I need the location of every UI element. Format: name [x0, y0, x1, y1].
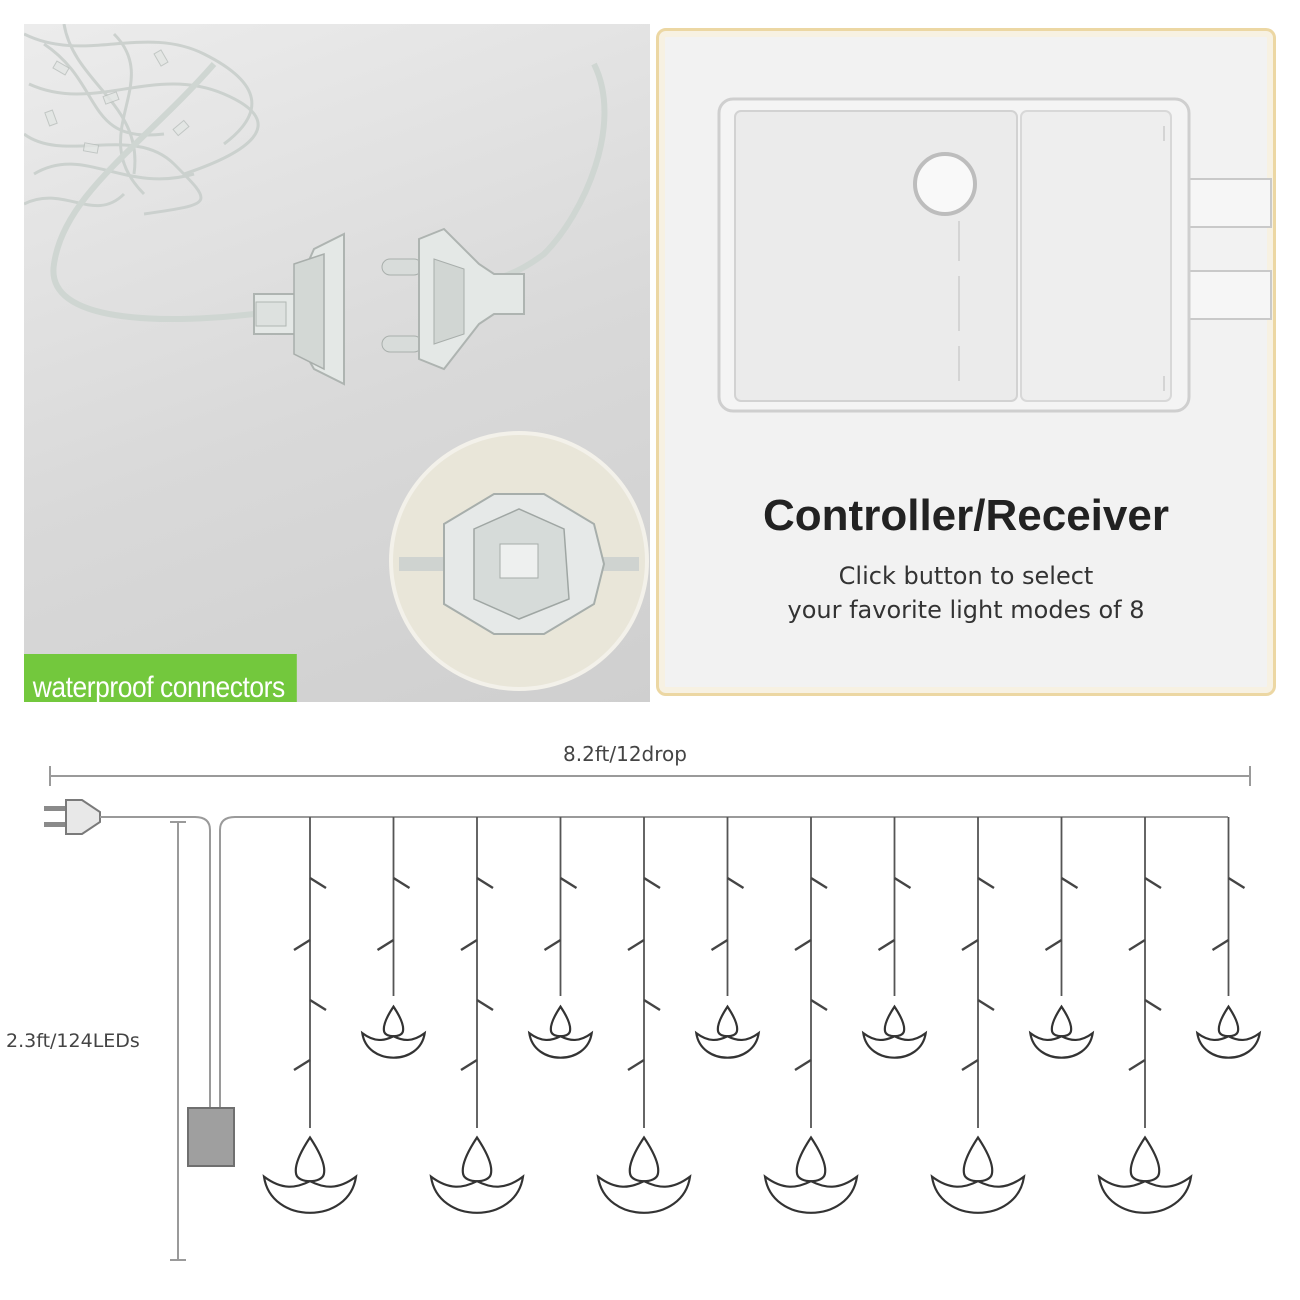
led-tick: [559, 876, 578, 890]
led-tick: [627, 1058, 645, 1072]
diya-lamp-icon: [930, 1135, 1026, 1214]
controller-description: Click button to select your favorite lig…: [659, 559, 1273, 627]
led-tick: [893, 876, 912, 890]
diya-lamp-icon: [429, 1135, 525, 1214]
controller-face: [734, 110, 1018, 402]
light-drops: [262, 817, 1262, 1214]
connected-plug-inset: [389, 431, 649, 691]
led-tick: [460, 1058, 478, 1072]
male-plug: [381, 227, 525, 371]
led-tick: [460, 938, 478, 952]
cable-right: [463, 62, 608, 287]
wire-bundle: [24, 24, 260, 216]
width-label: 8.2ft/12drop: [563, 742, 687, 766]
led-tick: [1144, 998, 1162, 1012]
molded-text-marks: [958, 126, 1165, 391]
light-drop: [262, 817, 358, 1214]
light-drop: [930, 817, 1026, 1214]
light-drop: [1028, 817, 1095, 1059]
light-drop: [429, 817, 525, 1214]
diya-lamp-icon: [596, 1135, 692, 1214]
led-tick: [293, 1058, 311, 1072]
connector-photo-panel: waterproof connectors: [24, 24, 650, 702]
led-tick: [293, 938, 311, 952]
lead-wires: [100, 816, 1228, 1108]
led-tick: [810, 998, 828, 1012]
led-tick: [476, 876, 494, 890]
led-tick: [1128, 1058, 1146, 1072]
controller-box-icon: [187, 1107, 235, 1167]
led-tick: [543, 938, 562, 952]
controller-panel: Controller/Receiver Click button to sele…: [656, 28, 1276, 696]
led-tick: [309, 998, 327, 1012]
height-label: 2.3ft/124LEDs: [6, 1030, 140, 1052]
female-connector: [253, 232, 345, 386]
led-tick: [977, 998, 995, 1012]
light-drop: [763, 817, 859, 1214]
controller-prong-top: [1178, 178, 1272, 228]
led-tick: [810, 876, 828, 890]
led-tick: [961, 1058, 979, 1072]
led-tick: [627, 938, 645, 952]
led-tick: [1060, 876, 1079, 890]
waterproof-connectors-label: waterproof connectors: [24, 654, 297, 702]
mode-button: [913, 152, 977, 216]
diya-lamp-icon: [527, 1004, 594, 1059]
controller-description-line-2: your favorite light modes of 8: [787, 596, 1145, 624]
controller-description-line-1: Click button to select: [838, 562, 1094, 590]
controller-illustration: [717, 97, 1272, 413]
width-dimension-line: [49, 766, 1251, 786]
light-drop: [694, 817, 761, 1059]
controller-side: [1020, 110, 1172, 402]
power-plug-icon: [44, 799, 101, 835]
light-drop: [1097, 817, 1193, 1214]
led-tick: [376, 938, 395, 952]
controller-prong-bottom: [1178, 270, 1272, 320]
connector-illustration: [24, 24, 649, 691]
led-tick: [710, 938, 729, 952]
led-tick: [1227, 876, 1246, 890]
diya-lamp-icon: [1097, 1135, 1193, 1214]
led-tick: [794, 1058, 812, 1072]
led-tick: [1211, 938, 1230, 952]
led-tick: [1144, 876, 1162, 890]
diya-lamp-icon: [262, 1135, 358, 1214]
height-dimension-line: [170, 821, 186, 1261]
light-drop: [527, 817, 594, 1059]
led-tick: [309, 876, 327, 890]
diya-lamp-icon: [360, 1004, 427, 1059]
light-drop: [360, 817, 427, 1059]
led-tick: [643, 876, 661, 890]
led-tick: [643, 998, 661, 1012]
light-drop: [1195, 817, 1262, 1059]
diya-lamp-icon: [694, 1004, 761, 1059]
curtain-light-diagram: [44, 766, 1262, 1261]
led-tick: [961, 938, 979, 952]
led-tick: [977, 876, 995, 890]
led-tick: [726, 876, 745, 890]
led-tick: [1128, 938, 1146, 952]
led-tick: [877, 938, 896, 952]
led-tick: [392, 876, 411, 890]
led-tick: [794, 938, 812, 952]
controller-title: Controller/Receiver: [763, 491, 1169, 540]
led-tick: [1044, 938, 1063, 952]
diya-lamp-icon: [763, 1135, 859, 1214]
diya-lamp-icon: [1195, 1004, 1262, 1059]
cable-left: [50, 62, 255, 322]
led-tick: [476, 998, 494, 1012]
light-drop: [596, 817, 692, 1214]
diya-lamp-icon: [1028, 1004, 1095, 1059]
light-drop: [861, 817, 928, 1059]
diya-lamp-icon: [861, 1004, 928, 1059]
